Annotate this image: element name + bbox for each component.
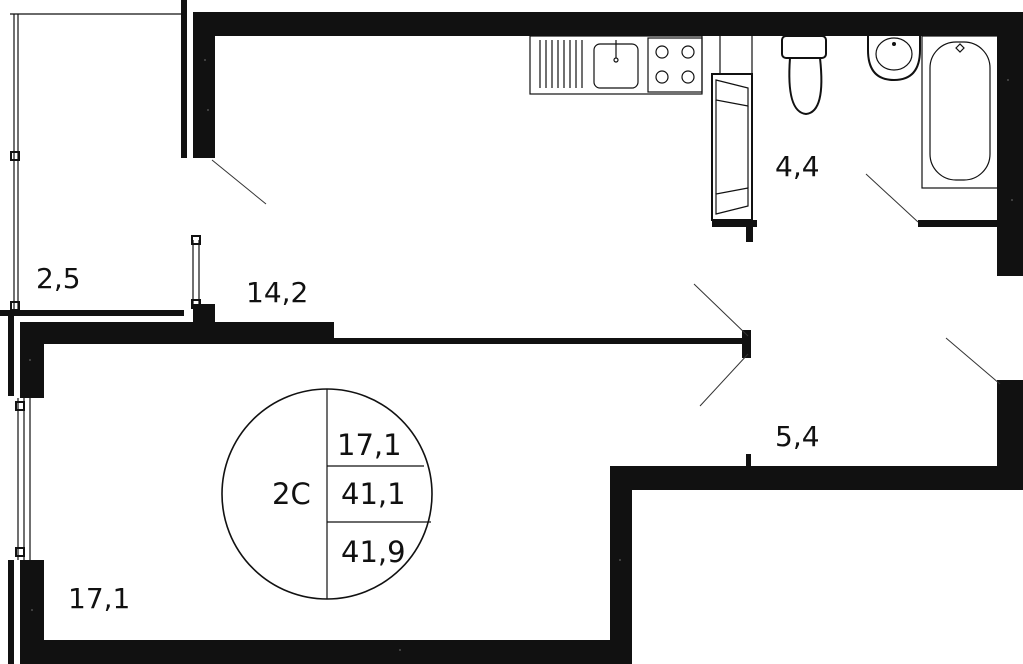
apartment-type-label: 2C <box>272 477 311 511</box>
kitchen-counter <box>529 35 703 95</box>
total-area-with-balcony-value: 41,9 <box>341 535 406 569</box>
total-area-value: 41,1 <box>341 477 406 511</box>
wall-texture <box>29 59 1013 651</box>
balcony-glazing <box>10 13 201 311</box>
bathtub-icon <box>921 35 999 189</box>
washbasin-icon <box>867 36 921 82</box>
stove-icon <box>647 37 703 93</box>
bedroom-area-label: 17,1 <box>68 582 130 615</box>
sink-icon <box>593 40 639 89</box>
bathroom-cabinet-icon <box>711 36 753 221</box>
bathroom-area-label: 4,4 <box>775 150 820 183</box>
area-badge: 2C 17,1 41,1 41,9 <box>221 388 433 600</box>
kitchen-area-label: 14,2 <box>246 276 308 309</box>
living-area-value: 17,1 <box>337 428 402 462</box>
bedroom-window <box>15 398 31 560</box>
dish-rack-icon <box>539 40 583 88</box>
hall-area-label: 5,4 <box>775 420 820 453</box>
balcony-area-label: 2,5 <box>36 262 81 295</box>
door-swings <box>211 159 1001 407</box>
toilet-icon <box>781 35 827 116</box>
